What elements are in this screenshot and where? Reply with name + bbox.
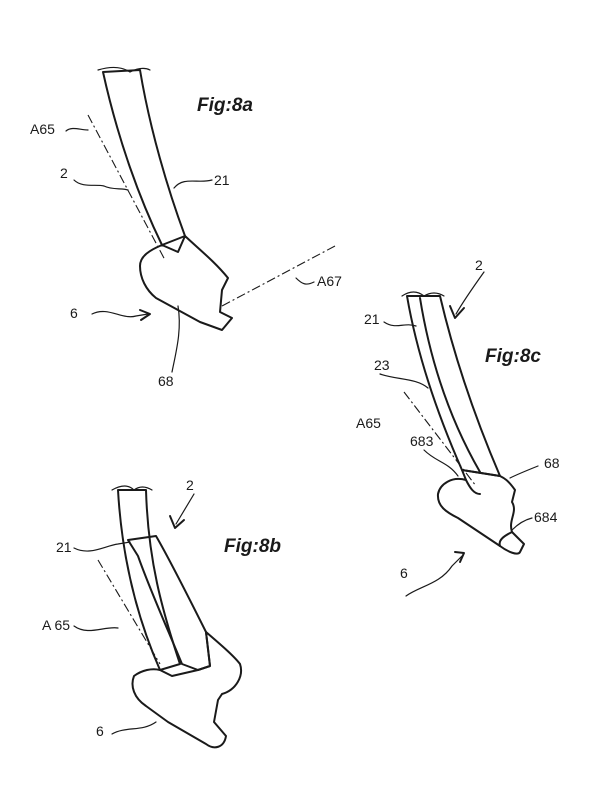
fig-8c-leader-68: [510, 466, 538, 478]
fig-8b-overlay: [128, 536, 210, 670]
fig-8b-label-2: 2: [186, 477, 194, 493]
fig-8b-leader-6: [112, 722, 156, 734]
fig-8c-label-683: 683: [410, 433, 434, 449]
fig-8a-label-6: 6: [70, 305, 78, 321]
fig-8c-leader-683: [424, 450, 458, 476]
fig-8c-label-6: 6: [400, 565, 408, 581]
fig-8a-leader-6: [92, 311, 148, 316]
fig-8a-body-68: [140, 236, 232, 330]
fig-8a-leader-a67: [296, 278, 314, 284]
fig-8b-leader-21: [74, 542, 130, 551]
fig-8c-label-2: 2: [475, 257, 483, 273]
figure-8b: Fig:8b 2 21 A 65 6: [42, 477, 281, 747]
fig-8a-leader-2: [74, 180, 128, 190]
fig-8c-arrow-6: [455, 552, 464, 562]
fig-8c-leader-21: [384, 322, 416, 326]
fig-8a-leader-68: [172, 306, 179, 372]
fig-8c-groove-683: [466, 480, 480, 494]
fig-8a-label-a67: A67: [317, 273, 342, 289]
fig-8c-label-684: 684: [534, 509, 558, 525]
fig-8a-title: Fig:8a: [197, 95, 253, 116]
fig-8c-leader-2: [456, 272, 484, 314]
figure-8a: Fig:8a A65 2 21 A67 6 68: [30, 67, 342, 389]
fig-8c-leader-23: [380, 374, 428, 388]
fig-8a-leader-21: [174, 180, 212, 188]
fig-8a-label-a65: A65: [30, 121, 55, 137]
fig-8a-label-21: 21: [214, 172, 230, 188]
fig-8c-label-23: 23: [374, 357, 390, 373]
fig-8a-wall-21: [103, 70, 185, 245]
fig-8b-title: Fig:8b: [224, 536, 281, 557]
fig-8c-label-68: 68: [544, 455, 560, 471]
fig-8a-label-2: 2: [60, 165, 68, 181]
fig-8b-leader-2: [176, 494, 194, 524]
figure-8c: Fig:8c 2 21 23 A65 683 68 684 6: [356, 257, 560, 596]
fig-8b-leader-a65: [74, 626, 118, 631]
fig-8c-wall-21: [407, 296, 500, 476]
fig-8b-label-6: 6: [96, 723, 104, 739]
fig-8b-body-6: [133, 632, 242, 747]
fig-8c-leader-684: [512, 518, 532, 530]
fig-8a-leader-a65: [66, 128, 88, 131]
fig-8c-body-68: [438, 470, 524, 554]
fig-8c-label-a65: A65: [356, 415, 381, 431]
fig-8b-label-a65: A 65: [42, 617, 70, 633]
fig-8b-label-21: 21: [56, 539, 72, 555]
fig-8c-title: Fig:8c: [485, 346, 541, 367]
fig-8c-lip-684: [500, 532, 512, 546]
fig-8c-label-21: 21: [364, 311, 380, 327]
fig-8a-label-68: 68: [158, 373, 174, 389]
fig-8c-leader-6: [406, 556, 462, 596]
